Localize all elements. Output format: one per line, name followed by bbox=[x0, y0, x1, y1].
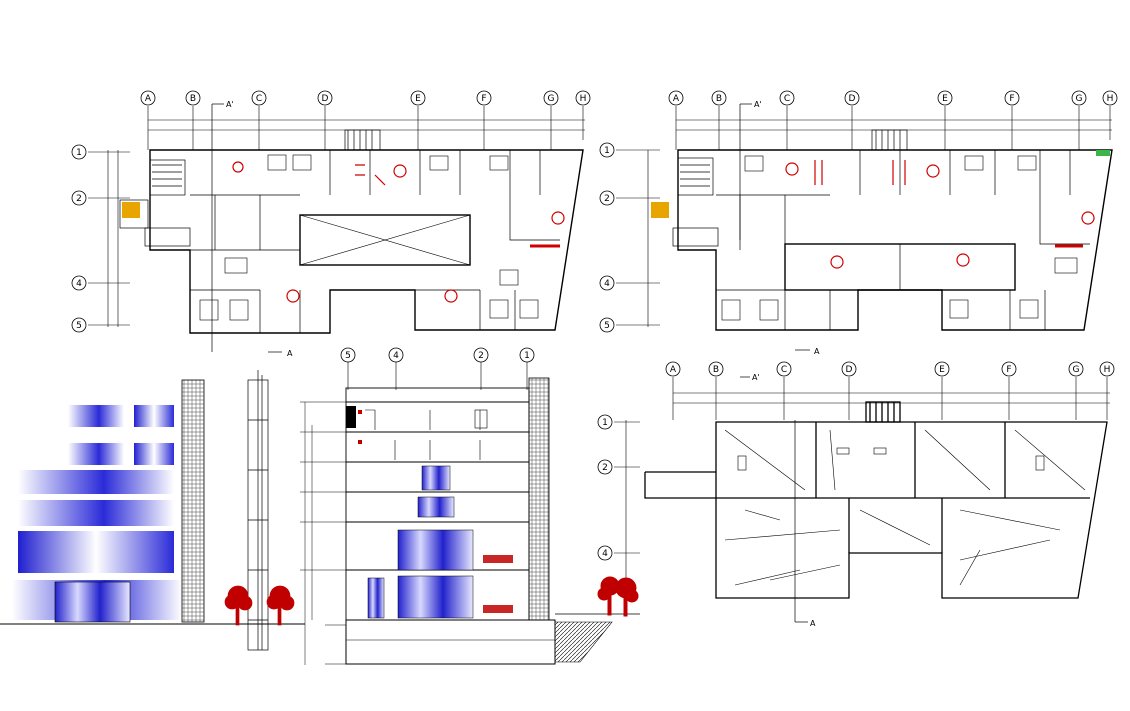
grid-label-D: D bbox=[846, 365, 853, 375]
grid-label-D: D bbox=[849, 94, 856, 104]
brick-column bbox=[528, 377, 550, 621]
facade-band bbox=[18, 500, 174, 526]
interior-walls bbox=[672, 129, 1090, 330]
grid-label-C: C bbox=[781, 365, 787, 375]
facade-band bbox=[134, 405, 174, 427]
section-mark-lower: A bbox=[287, 349, 293, 358]
brick-column bbox=[181, 379, 205, 623]
fixtures bbox=[721, 155, 1078, 321]
facade-band bbox=[18, 531, 174, 573]
facade-band bbox=[68, 405, 124, 427]
tree-right bbox=[266, 585, 295, 626]
outline bbox=[677, 149, 1113, 331]
section-mark-upper: A' bbox=[754, 100, 762, 109]
grid-label-1: 1 bbox=[602, 418, 608, 428]
grid-label-G: G bbox=[1073, 365, 1080, 375]
section-cut-line bbox=[740, 376, 808, 623]
ground-hatch bbox=[554, 621, 613, 663]
red-furniture bbox=[785, 160, 1095, 269]
tree-section bbox=[597, 576, 639, 617]
roof-slope-lines bbox=[724, 429, 1086, 586]
roof-outline bbox=[644, 401, 1108, 599]
facade-band bbox=[18, 470, 174, 494]
grid-label-B: B bbox=[716, 94, 722, 104]
section-mark-lower: A bbox=[814, 347, 820, 356]
grid-label-H: H bbox=[580, 94, 587, 104]
typical-floor-plan: A B C D E F G H 1 2 4 5 A' A bbox=[599, 90, 1118, 356]
grid-label-G: G bbox=[548, 94, 555, 104]
grid-label-F: F bbox=[1006, 365, 1011, 375]
grid-label-C: C bbox=[784, 94, 790, 104]
grid-label-5: 5 bbox=[604, 321, 610, 331]
grid-label-G: G bbox=[1076, 94, 1083, 104]
grid-bubbles bbox=[597, 361, 1115, 561]
grid-label-4: 4 bbox=[604, 279, 610, 289]
section-grid-label-2: 2 bbox=[478, 351, 484, 361]
grid-label-E: E bbox=[415, 94, 421, 104]
grid-label-F: F bbox=[481, 94, 486, 104]
grid-bubble-labels: A B C D E F G H 1 2 4 5 bbox=[604, 94, 1113, 331]
grid-label-2: 2 bbox=[602, 463, 608, 473]
grid-label-B: B bbox=[713, 365, 719, 375]
side-elevation bbox=[215, 370, 305, 651]
interior-walls bbox=[119, 129, 560, 333]
tree-left bbox=[224, 585, 253, 626]
grid-bubble-labels: A B C D E F G H 1 2 4 5 bbox=[76, 94, 586, 331]
grid-label-1: 1 bbox=[604, 146, 610, 156]
grid-label-F: F bbox=[1009, 94, 1014, 104]
grid-label-D: D bbox=[322, 94, 329, 104]
grid-bubbles bbox=[599, 90, 1118, 333]
section-cut-line bbox=[211, 103, 282, 353]
section-grid-label-1: 1 bbox=[524, 351, 530, 361]
section-grid-bubbles bbox=[340, 347, 535, 363]
front-elevation bbox=[0, 379, 215, 625]
ground-floor-plan: A B C D E F G H 1 2 4 5 A' A bbox=[71, 90, 591, 358]
facade-band bbox=[68, 443, 124, 465]
section-cut-line bbox=[739, 103, 810, 351]
section-grid-label-4: 4 bbox=[393, 351, 399, 361]
grid-label-E: E bbox=[939, 365, 945, 375]
grid-label-H: H bbox=[1104, 365, 1111, 375]
grid-bubble-labels: A B C D E F G H 1 2 4 bbox=[602, 365, 1110, 559]
grid-label-2: 2 bbox=[76, 194, 82, 204]
grid-label-4: 4 bbox=[76, 279, 82, 289]
entrance-glazing bbox=[54, 581, 131, 623]
section-grid-labels: 5 4 2 1 bbox=[345, 351, 530, 361]
section-a-a: 5 4 2 1 bbox=[300, 347, 640, 665]
facade-band bbox=[134, 443, 174, 465]
grid-label-E: E bbox=[942, 94, 948, 104]
yellow-highlight bbox=[122, 202, 140, 218]
grid-label-A: A bbox=[670, 365, 677, 375]
shaft-fill bbox=[346, 406, 356, 428]
section-mark-upper: A' bbox=[752, 373, 760, 382]
section-red-furniture bbox=[358, 410, 513, 613]
grid-axes bbox=[88, 106, 585, 327]
grid-label-H: H bbox=[1107, 94, 1114, 104]
section-mark-lower: A bbox=[810, 619, 816, 628]
grid-bubbles bbox=[71, 90, 591, 333]
section-grid-axes bbox=[347, 362, 528, 390]
fixtures bbox=[199, 154, 539, 321]
grid-label-1: 1 bbox=[76, 148, 82, 158]
grid-axes bbox=[616, 106, 1112, 327]
grid-label-A: A bbox=[145, 94, 152, 104]
grid-label-4: 4 bbox=[602, 549, 608, 559]
section-structure bbox=[300, 387, 556, 665]
grid-label-2: 2 bbox=[604, 194, 610, 204]
grid-label-5: 5 bbox=[76, 321, 82, 331]
grid-label-B: B bbox=[190, 94, 196, 104]
grid-axes bbox=[614, 377, 1110, 600]
roof-plan: A B C D E F G H 1 2 4 A' A bbox=[597, 361, 1115, 628]
section-grid-label-5: 5 bbox=[345, 351, 351, 361]
section-glazing bbox=[367, 465, 474, 619]
grid-label-C: C bbox=[256, 94, 262, 104]
section-mark-upper: A' bbox=[226, 100, 234, 109]
green-marker bbox=[1096, 150, 1110, 156]
red-furniture bbox=[232, 161, 565, 303]
grid-label-A: A bbox=[673, 94, 680, 104]
yellow-highlight bbox=[651, 202, 669, 218]
outline bbox=[149, 149, 584, 334]
